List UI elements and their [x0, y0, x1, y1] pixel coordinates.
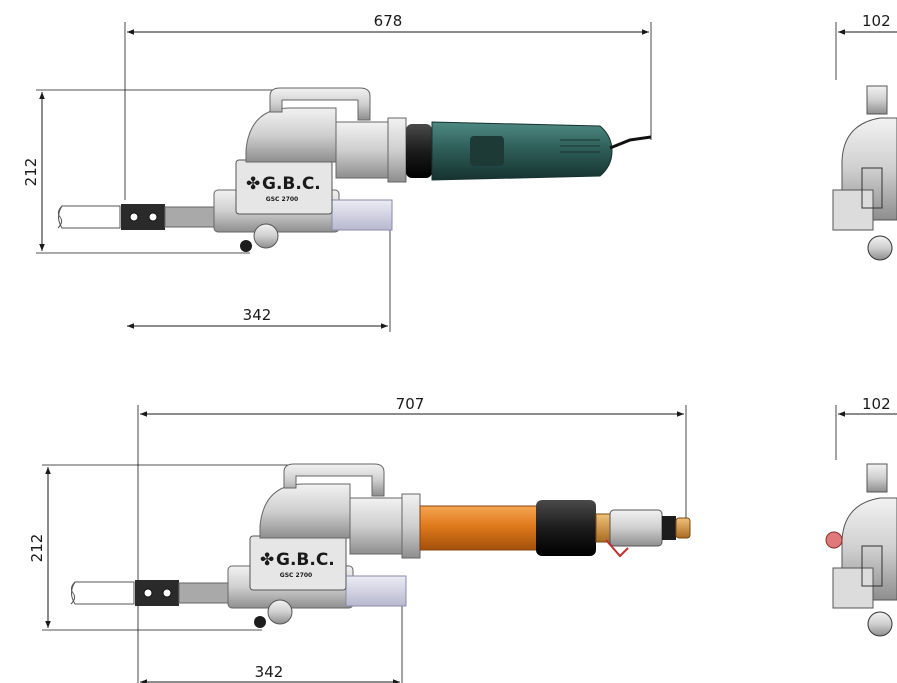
coupler-ring	[662, 516, 676, 540]
length-dimension-label: 707	[396, 395, 425, 413]
motor-end-cap	[536, 500, 596, 556]
base-dimension-label: 342	[255, 663, 284, 681]
model-label: GSC 2700	[266, 196, 298, 203]
motor-collar	[349, 497, 403, 555]
clamp-bolt-1	[143, 588, 153, 598]
clamp-bolt-2	[148, 212, 158, 222]
air-inlet	[675, 517, 691, 539]
brand-name: G.B.C.	[262, 174, 321, 194]
clamp-bolt-1	[129, 212, 139, 222]
power-cable	[609, 135, 652, 150]
side-width-dimension-label: 102	[862, 12, 891, 30]
clamp-jaw	[345, 575, 407, 607]
extension-tube	[58, 205, 121, 229]
clamp-block	[121, 204, 165, 230]
gear-head	[245, 107, 337, 163]
motor-flange	[387, 117, 407, 183]
motor-switch[interactable]	[470, 136, 504, 166]
side-view-bottom	[825, 463, 897, 637]
valve-lever[interactable]	[605, 539, 629, 558]
extension-tube	[71, 581, 135, 605]
bottom-assembly-view: 707 212 342 ✤ G.B.C. GSC 2700	[28, 395, 897, 683]
break-line	[70, 581, 76, 605]
brand-name: G.B.C.	[276, 550, 335, 570]
pneumatic-motor-body	[419, 505, 539, 551]
side-width-dimension-label: 102	[862, 395, 891, 413]
air-coupler[interactable]	[609, 509, 663, 547]
length-dimension-label: 678	[374, 12, 403, 30]
motor-flange	[401, 493, 421, 559]
clamp-block	[135, 580, 179, 606]
slide-bar	[178, 582, 232, 604]
lock-knob[interactable]	[267, 599, 293, 625]
brand-logo: ✤	[246, 174, 260, 194]
electric-motor-body	[431, 121, 613, 181]
gear-head	[259, 483, 351, 539]
knob-screw	[254, 616, 266, 628]
slide-bar	[164, 206, 218, 228]
break-line	[57, 205, 63, 229]
carry-handle	[269, 87, 371, 121]
side-view-top	[832, 85, 897, 261]
lock-knob[interactable]	[253, 223, 279, 249]
clamp-jaw	[331, 199, 393, 231]
motor-collar	[335, 121, 389, 179]
top-assembly-view: 678 212 342 ✤ G.B.C. GSC 2700	[22, 12, 897, 332]
height-dimension-label: 212	[22, 158, 40, 187]
carry-handle	[283, 463, 385, 497]
clamp-bolt-2	[162, 588, 172, 598]
height-dimension-label: 212	[28, 534, 46, 563]
model-label: GSC 2700	[280, 572, 312, 579]
knob-screw	[240, 240, 252, 252]
motor-nose	[406, 124, 432, 178]
air-fitting	[595, 513, 611, 543]
brand-logo: ✤	[260, 550, 274, 570]
base-dimension-label: 342	[243, 306, 272, 324]
